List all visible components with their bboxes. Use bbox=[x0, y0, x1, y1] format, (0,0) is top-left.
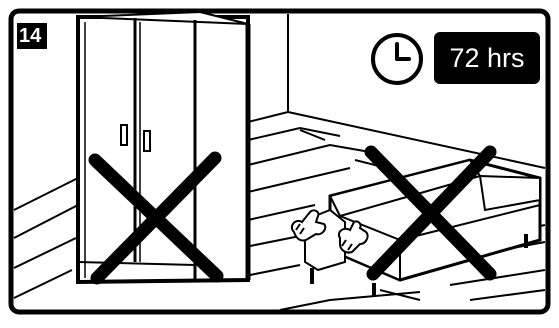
wardrobe-handle-left bbox=[121, 125, 127, 145]
step-number-badge: 14 bbox=[17, 23, 47, 49]
wardrobe bbox=[78, 12, 248, 282]
clock-icon bbox=[373, 35, 421, 83]
wardrobe-handle-right bbox=[144, 131, 150, 151]
duration-badge: 72 hrs bbox=[434, 32, 540, 84]
